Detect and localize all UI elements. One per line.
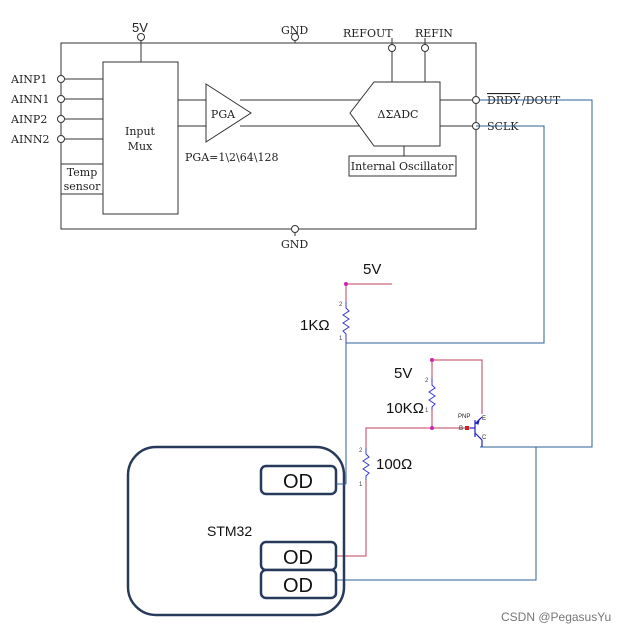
pin-c-label: C xyxy=(482,435,487,441)
power-wires xyxy=(336,283,483,557)
pnp-label: PNP xyxy=(458,414,470,420)
internal-oscillator xyxy=(348,155,457,177)
resistor-100 xyxy=(362,448,370,480)
pin-number-10k-top: 2 xyxy=(425,378,429,384)
stm32-mcu: STM32 OD OD OD xyxy=(126,445,346,617)
temp-sensor-block xyxy=(60,163,104,195)
od-pin-3 xyxy=(259,568,338,600)
base-marker xyxy=(465,426,469,430)
adc-chip xyxy=(60,38,477,236)
stm32-outline xyxy=(126,445,346,617)
mux-label-line1: Input xyxy=(125,125,156,138)
pin-gnd-bottom-label: GND xyxy=(281,238,308,251)
pga-amplifier xyxy=(205,83,252,143)
input-ainp2-label: AINP2 xyxy=(10,113,47,126)
pin-number-1k-top: 2 xyxy=(339,302,343,308)
pin-5v-label: 5V xyxy=(132,20,148,35)
od-pin-1-label: OD xyxy=(283,471,313,493)
watermark: CSDN @PegasusYu xyxy=(501,610,611,624)
pga-label: PGA xyxy=(211,108,236,121)
adc-label: ΔΣADC xyxy=(378,108,419,121)
input-ainn1-label: AINN1 xyxy=(10,93,50,106)
collector-wire xyxy=(336,446,537,581)
pin-e-label: E xyxy=(482,416,486,422)
resistors xyxy=(342,302,436,480)
od-pin-1 xyxy=(259,464,338,496)
pullup-resistor-label: 1KΩ xyxy=(300,317,330,334)
signal-wires xyxy=(336,99,593,581)
pin-refin-label: REFIN xyxy=(415,27,453,40)
transistor-supply-label: 5V xyxy=(394,365,412,382)
pin-number-100-top: 2 xyxy=(359,448,363,454)
oscillator-label: Internal Oscillator xyxy=(351,160,454,173)
chip-outline xyxy=(60,42,477,230)
sclk-wire xyxy=(345,125,545,484)
od-pin-3-label: OD xyxy=(283,575,313,597)
input-pins xyxy=(57,75,65,143)
supply-pins xyxy=(137,33,480,233)
drdy-dout-wire xyxy=(480,99,593,448)
base-resistor-label: 100Ω xyxy=(376,456,412,473)
temp-label-line1: Temp xyxy=(67,166,97,179)
junction-nodes xyxy=(344,282,434,430)
pin-number-100-bottom: 1 xyxy=(359,482,363,488)
resistor-1k xyxy=(342,302,350,343)
input-ainp1-label: AINP1 xyxy=(10,73,47,86)
mux-label-line2: Mux xyxy=(128,140,153,153)
input-ainn2-label: AINN2 xyxy=(10,133,50,146)
resistor-pin-numbers: 2 1 2 1 2 1 xyxy=(339,302,429,488)
input-mux-block xyxy=(102,61,179,215)
pullup-supply-label: 5V xyxy=(363,261,381,278)
pnp-transistor xyxy=(470,416,483,447)
od-pin-2-label: OD xyxy=(283,547,313,569)
pga-gain-label: PGA=1\2\64\128 xyxy=(185,151,278,164)
pin-b-label: B xyxy=(459,426,463,432)
pin-gnd-top-label: GND xyxy=(281,24,308,37)
stm32-label: STM32 xyxy=(207,523,252,539)
pin-number-1k-bottom: 1 xyxy=(339,336,343,342)
delta-sigma-adc xyxy=(349,81,441,147)
temp-label-line2: sensor xyxy=(64,180,102,193)
bias-resistor-label: 10KΩ xyxy=(386,400,424,417)
resistor-10k xyxy=(428,378,436,410)
pin-number-10k-bottom: 1 xyxy=(425,408,429,414)
pin-refout-label: REFOUT xyxy=(343,27,393,40)
